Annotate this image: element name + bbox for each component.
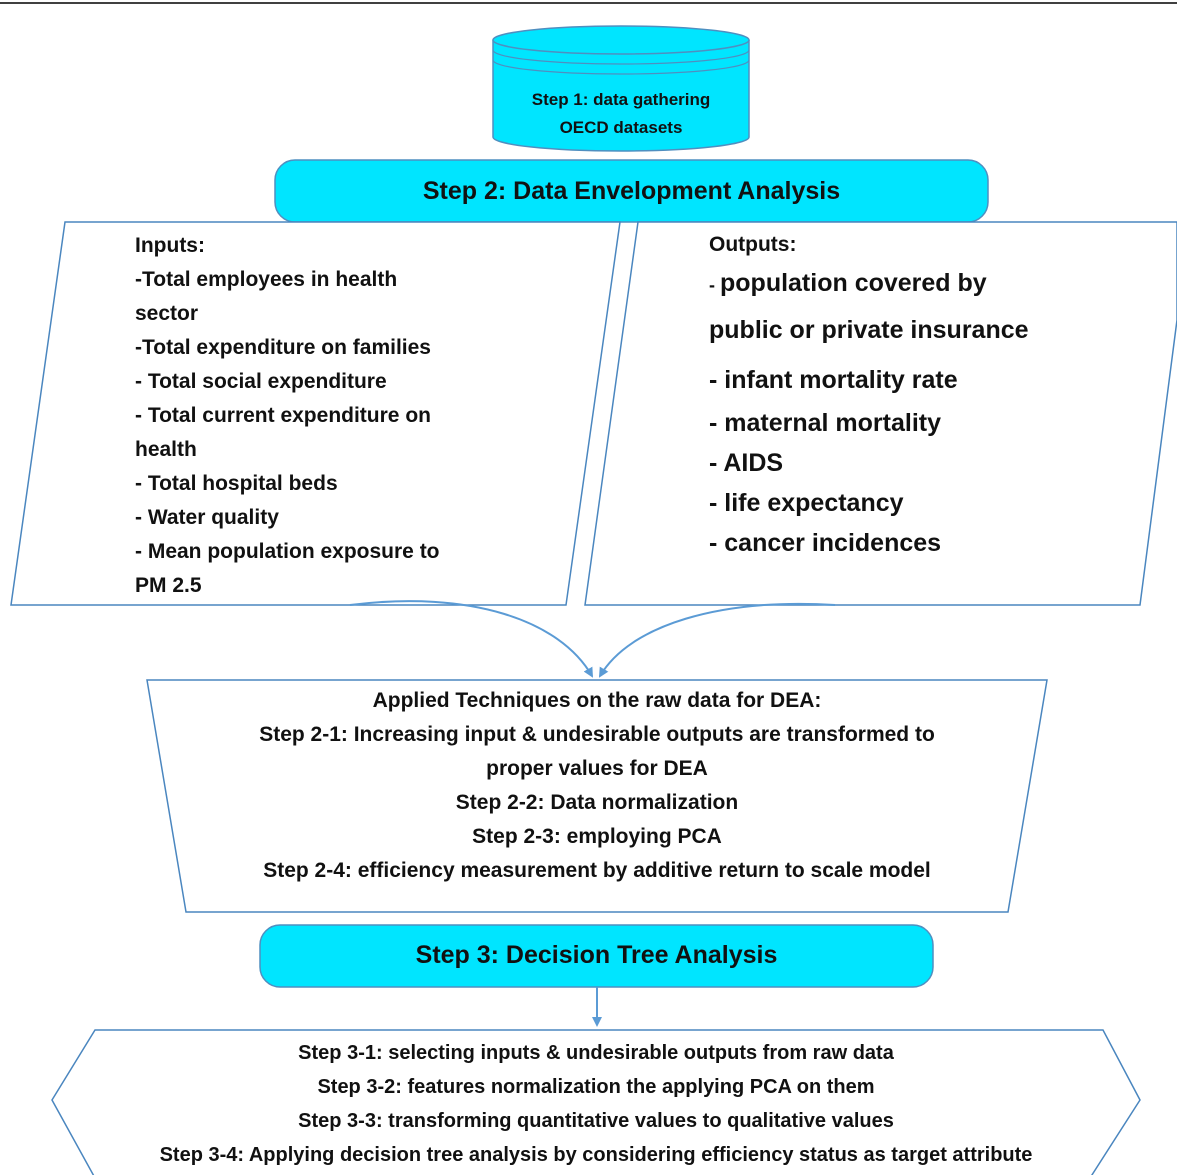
output-item: - population covered by (709, 265, 987, 303)
output-item-text: population covered by (720, 269, 987, 297)
technique-step: Step 2-2: Data normalization (455, 791, 739, 814)
output-item: - cancer incidences (709, 529, 942, 557)
input-item: - Total current expenditure on (135, 404, 431, 427)
techniques-box (146, 679, 1048, 913)
input-item: - Mean population exposure to (135, 540, 440, 563)
output-item: - infant mortality rate (709, 366, 958, 394)
input-item: sector (135, 302, 199, 325)
inputs-arrow (349, 600, 593, 678)
technique-step: Step 2-1: Increasing input & undesirable… (259, 723, 935, 746)
outputs-arrow (598, 602, 836, 678)
step3-substep: Step 3-3: transforming quantitative valu… (298, 1110, 894, 1132)
step3-details-text: Step 3-1: selecting inputs & undesirable… (52, 1036, 1140, 1172)
step1-line2: OECD datasets (559, 118, 683, 137)
step3-substep: Step 3-4: Applying decision tree analysi… (159, 1144, 1033, 1166)
outputs-box (584, 221, 1177, 606)
inputs-box (10, 221, 621, 606)
inputs-heading: Inputs: (135, 234, 205, 257)
output-item: public or private insurance (709, 316, 1029, 344)
input-item: -Total expenditure on families (135, 336, 431, 359)
input-item: - Total social expenditure (135, 370, 387, 393)
technique-step: Step 2-4: efficiency measurement by addi… (263, 859, 931, 882)
step2-banner (274, 159, 989, 223)
input-item: -Total employees in health (135, 268, 398, 291)
input-item: - Water quality (135, 506, 279, 529)
input-item: - Total hospital beds (135, 472, 338, 495)
input-item: health (135, 438, 197, 461)
techniques-heading: Applied Techniques on the raw data for D… (372, 689, 822, 712)
inputs-text: Inputs: -Total employees in health secto… (135, 229, 440, 603)
output-item: - AIDS (709, 449, 784, 477)
database-cylinder-icon (492, 25, 750, 152)
step3-substep: Step 3-1: selecting inputs & undesirable… (298, 1042, 894, 1064)
step3-title: Step 3: Decision Tree Analysis (415, 941, 778, 969)
output-item: - life expectancy (709, 489, 904, 517)
technique-step: Step 2-3: employing PCA (472, 825, 722, 848)
output-dash: - (709, 275, 720, 295)
step3-substep: Step 3-2: features normalization the app… (317, 1076, 875, 1098)
step3-details-box (51, 1029, 1141, 1175)
step1-line1: Step 1: data gathering (531, 90, 711, 109)
step2-title: Step 2: Data Envelopment Analysis (422, 177, 841, 205)
step1-label: Step 1: data gathering OECD datasets (493, 86, 749, 142)
input-item: PM 2.5 (135, 574, 202, 597)
output-item: - maternal mortality (709, 409, 942, 437)
techniques-text: Applied Techniques on the raw data for D… (147, 684, 1047, 888)
outputs-heading: Outputs: (709, 233, 797, 256)
technique-step: proper values for DEA (486, 757, 708, 780)
